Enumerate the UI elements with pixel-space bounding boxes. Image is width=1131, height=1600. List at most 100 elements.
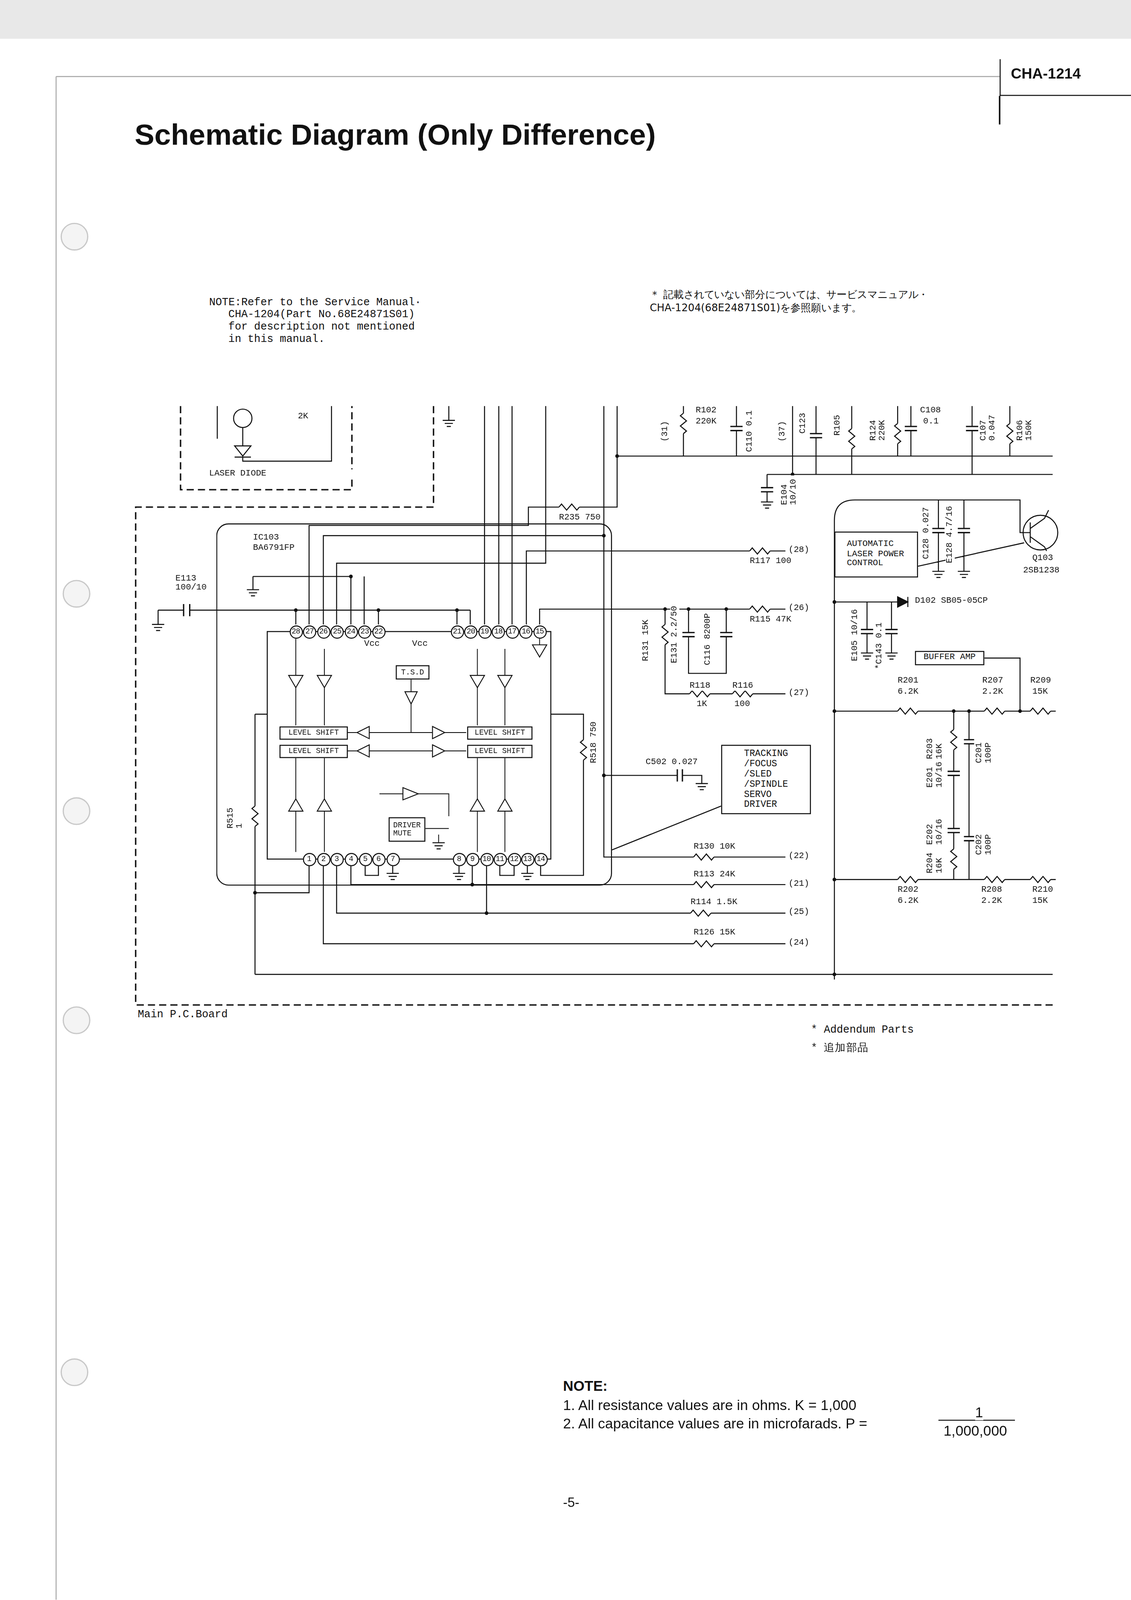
part-label: (28) bbox=[788, 545, 810, 556]
pin-number: 28 bbox=[289, 624, 303, 639]
node-heading: BUFFER AMP bbox=[923, 652, 976, 663]
pin-number: 18 bbox=[491, 624, 505, 639]
function-block: AUTOMATIC LASER POWER CONTROL bbox=[834, 531, 919, 578]
node-heading: T.S.D bbox=[401, 667, 425, 677]
pin-number: 15 bbox=[533, 624, 547, 639]
node-heading: LASER DIODE bbox=[209, 469, 381, 479]
node-heading: LEVEL SHIFT bbox=[474, 746, 525, 756]
part-label: (31) bbox=[661, 420, 671, 442]
part-label: C116 8200P bbox=[703, 612, 714, 665]
transistor-symbol bbox=[1030, 510, 1049, 551]
pin-number: 27 bbox=[303, 624, 317, 639]
pin-number: 26 bbox=[316, 624, 330, 639]
junction-dot bbox=[686, 607, 691, 612]
part-label: E128 4.7/16 bbox=[945, 505, 956, 563]
part-label: C128 0.027 bbox=[922, 507, 932, 560]
part-label: (27) bbox=[788, 688, 810, 698]
board-dashed-outline bbox=[135, 405, 1056, 1005]
part-label: *C143 0.1 bbox=[875, 622, 885, 670]
function-block: DRIVER MUTE bbox=[388, 816, 426, 842]
note-text: ＊ 記載されていない部分については、サービスマニュアル・ CHA-1204(68… bbox=[649, 287, 956, 315]
part-label: C107 0.047 bbox=[979, 411, 999, 441]
part-label: 220K bbox=[695, 417, 717, 427]
part-label: 6.2K bbox=[897, 687, 919, 697]
pin-number: 17 bbox=[505, 624, 519, 639]
laser-diode-symbol bbox=[234, 445, 251, 457]
part-label: (24) bbox=[788, 938, 810, 948]
part-label: 15K bbox=[1032, 896, 1049, 907]
pin-number: 4 bbox=[344, 852, 358, 866]
node-heading: TRACKING /FOCUS /SLED /SPINDLE SERVO DRI… bbox=[743, 748, 788, 811]
part-label: 6.2K bbox=[897, 896, 919, 907]
part-label: (26) bbox=[788, 603, 810, 614]
pin-number: 1 bbox=[302, 852, 316, 866]
junction-dot bbox=[602, 533, 607, 538]
pin-number: 9 bbox=[465, 852, 479, 866]
junction-dot bbox=[951, 709, 956, 714]
part-label: C108 bbox=[920, 405, 942, 416]
part-label: 1K bbox=[696, 699, 707, 710]
pin-number: 21 bbox=[450, 624, 464, 639]
pin-number: 19 bbox=[478, 624, 492, 639]
manual-tab: CHA-1214 bbox=[999, 59, 1131, 97]
part-label: R118 bbox=[689, 681, 711, 691]
part-label: R115 47K bbox=[749, 615, 792, 625]
resistor-symbol bbox=[251, 413, 1051, 947]
note-text: NOTE:Refer to the Service Manual· CHA-12… bbox=[209, 295, 425, 345]
punch-hole bbox=[63, 580, 90, 607]
junction-dot bbox=[484, 911, 489, 916]
part-label: 100 bbox=[734, 699, 751, 710]
ic-chip-outline bbox=[267, 631, 551, 859]
function-block: LEVEL SHIFT bbox=[279, 744, 348, 758]
pin-number: 6 bbox=[371, 852, 385, 866]
footnote-text: -5- bbox=[562, 1495, 580, 1511]
punch-hole bbox=[63, 797, 90, 825]
pin-number: 20 bbox=[463, 624, 478, 639]
junction-dot bbox=[967, 709, 971, 714]
function-block: T.S.D bbox=[395, 664, 430, 680]
pin-number: 22 bbox=[371, 624, 385, 639]
pin-number: 23 bbox=[358, 624, 372, 639]
node-heading: AUTOMATIC LASER POWER CONTROL bbox=[846, 539, 906, 569]
punch-hole bbox=[61, 223, 88, 250]
part-label: C123 bbox=[798, 412, 808, 434]
part-label: R515 1 bbox=[226, 807, 246, 829]
punch-hole bbox=[61, 1358, 88, 1385]
part-label: R105 bbox=[833, 414, 843, 436]
pin-number: 10 bbox=[479, 852, 493, 866]
part-label: C110 0.1 bbox=[745, 410, 755, 452]
pin-number: 16 bbox=[519, 624, 533, 639]
part-label: 0.1 bbox=[923, 417, 939, 427]
junction-dots bbox=[253, 454, 1022, 977]
pin-number: 2 bbox=[316, 852, 330, 866]
part-label: R116 bbox=[732, 681, 754, 691]
pin-number: 5 bbox=[358, 852, 372, 866]
ic-package: IC103 BA6791FPT.S.DLEVEL SHIFTLEVEL SHIF… bbox=[216, 523, 613, 886]
junction-dot bbox=[832, 709, 837, 714]
footnote-text: 2. All capacitance values are in microfa… bbox=[562, 1414, 868, 1432]
capacitor-symbol bbox=[183, 426, 979, 841]
footnote-text: NOTE: bbox=[562, 1377, 608, 1394]
part-label: 2.2K bbox=[982, 687, 1004, 697]
diagram-title: Schematic Diagram (Only Difference) bbox=[134, 118, 656, 153]
node-heading: DRIVER MUTE bbox=[393, 820, 421, 838]
node-heading: LEVEL SHIFT bbox=[288, 728, 339, 738]
wire bbox=[157, 405, 1056, 980]
part-label: E201 10/16 bbox=[926, 760, 946, 788]
ground-symbol bbox=[151, 420, 971, 880]
part-label: R131 15K bbox=[641, 619, 651, 662]
junction-dot bbox=[349, 574, 353, 579]
part-label: R102 bbox=[695, 405, 717, 416]
node-heading: CHA-1214 bbox=[1010, 65, 1121, 84]
part-label: E105 10/16 bbox=[850, 609, 860, 662]
part-label: R204 16K bbox=[926, 852, 946, 874]
node-heading: LEVEL SHIFT bbox=[288, 746, 339, 756]
junction-dot bbox=[602, 773, 607, 778]
scan-margin bbox=[0, 0, 1131, 39]
junction-dot bbox=[663, 607, 668, 612]
part-label: D102 SB05-05CP bbox=[915, 596, 989, 607]
pin-number: 25 bbox=[330, 624, 344, 639]
part-label: E131 2.2/50 bbox=[670, 605, 680, 663]
photo-diode-symbol bbox=[233, 408, 252, 428]
